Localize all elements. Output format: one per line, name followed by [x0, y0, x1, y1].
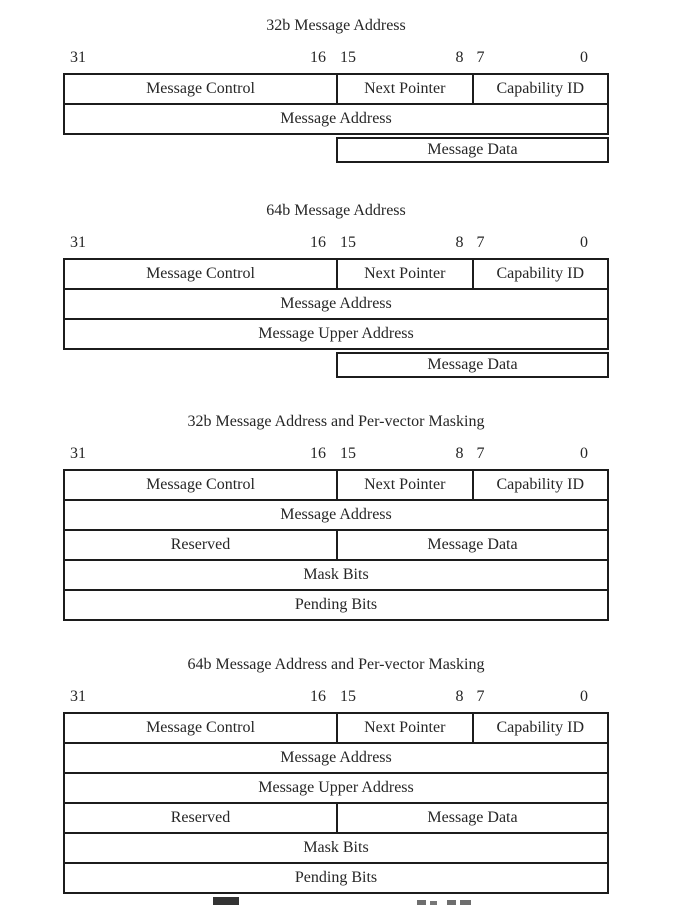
field-next-pointer: Next Pointer: [336, 471, 472, 499]
field-message-control: Message Control: [146, 80, 255, 97]
caption-fragment: [417, 900, 426, 905]
register-row: Message Address: [63, 103, 609, 135]
register-row: Message Data: [336, 137, 609, 163]
bit-label-31: 31: [70, 234, 86, 251]
field-next-pointer: Next Pointer: [336, 75, 472, 103]
register-row: Message Address: [63, 288, 609, 320]
field-next-pointer: Next Pointer: [336, 714, 472, 742]
field-next-pointer: Next Pointer: [336, 260, 472, 288]
bit-label-15: 15: [340, 688, 356, 705]
bit-label-15: 15: [340, 49, 356, 66]
bit-label-7: 7: [476, 49, 485, 66]
register-row: Reserved Message Data: [63, 802, 609, 834]
field-capability-id: Capability ID: [471, 75, 608, 103]
register-row: Message Control Next Pointer Capability …: [63, 258, 609, 290]
bit-label-8: 8: [455, 234, 464, 251]
bit-ruler: 31 16 15 8 7 0: [63, 688, 609, 706]
field-message-address: Message Address: [280, 110, 392, 127]
bit-label-31: 31: [70, 445, 86, 462]
field-pending-bits: Pending Bits: [294, 869, 378, 886]
field-message-data: Message Data: [336, 531, 607, 559]
register-row: Pending Bits: [63, 589, 609, 621]
section-32b-per-vector-masking: 32b Message Address and Per-vector Maski…: [63, 412, 609, 621]
register-row: Pending Bits: [63, 862, 609, 894]
field-message-control: Message Control: [146, 476, 255, 493]
field-message-data: Message Data: [427, 141, 518, 158]
register-row: Reserved Message Data: [63, 529, 609, 561]
field-capability-id: Capability ID: [471, 260, 608, 288]
field-reserved: Reserved: [170, 809, 231, 826]
section-64b-message-address: 64b Message Address 31 16 15 8 7 0 Messa…: [63, 201, 609, 378]
field-mask-bits: Mask Bits: [303, 839, 369, 856]
caption-fragment: [430, 901, 437, 905]
bit-label-31: 31: [70, 688, 86, 705]
register-table: Message Control Next Pointer Capability …: [63, 73, 609, 163]
bit-label-8: 8: [455, 688, 464, 705]
section-64b-per-vector-masking: 64b Message Address and Per-vector Maski…: [63, 655, 609, 894]
bit-label-8: 8: [455, 445, 464, 462]
bit-ruler: 31 16 15 8 7 0: [63, 49, 609, 67]
field-message-upper-address: Message Upper Address: [258, 779, 414, 796]
bit-label-31: 31: [70, 49, 86, 66]
section-title: 64b Message Address and Per-vector Maski…: [187, 656, 485, 673]
field-message-address: Message Address: [280, 295, 392, 312]
register-row: Message Control Next Pointer Capability …: [63, 469, 609, 501]
field-message-upper-address: Message Upper Address: [258, 325, 414, 342]
field-message-control: Message Control: [146, 719, 255, 736]
bit-label-7: 7: [476, 445, 485, 462]
register-row: Message Upper Address: [63, 318, 609, 350]
field-pending-bits: Pending Bits: [294, 596, 378, 613]
field-message-address: Message Address: [280, 506, 392, 523]
bit-label-0: 0: [580, 688, 588, 705]
register-table: Message Control Next Pointer Capability …: [63, 258, 609, 378]
field-capability-id: Capability ID: [471, 471, 608, 499]
register-row: Mask Bits: [63, 559, 609, 591]
bit-label-7: 7: [476, 234, 485, 251]
field-reserved: Reserved: [170, 536, 231, 553]
bit-label-16: 16: [310, 234, 326, 251]
register-row: Message Data: [336, 352, 609, 378]
section-32b-message-address: 32b Message Address 31 16 15 8 7 0 Messa…: [63, 16, 609, 163]
register-row: Message Address: [63, 742, 609, 774]
field-message-data: Message Data: [427, 356, 518, 373]
caption-fragment: [213, 897, 239, 905]
bit-ruler: 31 16 15 8 7 0: [63, 234, 609, 252]
section-title: 32b Message Address: [266, 17, 406, 34]
bit-label-15: 15: [340, 445, 356, 462]
bit-label-15: 15: [340, 234, 356, 251]
register-row: Message Address: [63, 499, 609, 531]
bit-label-0: 0: [580, 445, 588, 462]
register-table: Message Control Next Pointer Capability …: [63, 469, 609, 621]
caption-fragment: [447, 900, 456, 905]
bit-label-16: 16: [310, 445, 326, 462]
section-title: 32b Message Address and Per-vector Maski…: [187, 413, 485, 430]
bit-label-16: 16: [310, 49, 326, 66]
bit-label-8: 8: [455, 49, 464, 66]
field-message-address: Message Address: [280, 749, 392, 766]
caption-fragment: [460, 900, 471, 905]
register-row: Message Control Next Pointer Capability …: [63, 712, 609, 744]
bit-label-16: 16: [310, 688, 326, 705]
section-title: 64b Message Address: [266, 202, 406, 219]
field-message-data: Message Data: [336, 804, 607, 832]
field-mask-bits: Mask Bits: [303, 566, 369, 583]
field-message-control: Message Control: [146, 265, 255, 282]
register-row: Message Upper Address: [63, 772, 609, 804]
bit-label-7: 7: [476, 688, 485, 705]
field-capability-id: Capability ID: [471, 714, 608, 742]
register-row: Mask Bits: [63, 832, 609, 864]
bit-ruler: 31 16 15 8 7 0: [63, 445, 609, 463]
register-table: Message Control Next Pointer Capability …: [63, 712, 609, 894]
bit-label-0: 0: [580, 49, 588, 66]
bit-label-0: 0: [580, 234, 588, 251]
register-row: Message Control Next Pointer Capability …: [63, 73, 609, 105]
